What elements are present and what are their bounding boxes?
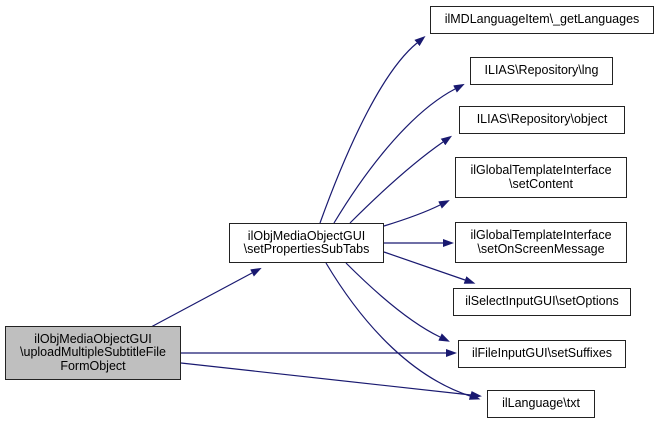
- node-label-line: ilObjMediaObjectGUI: [247, 228, 366, 243]
- edge-hub-to-setSuffixes: [345, 262, 450, 342]
- node-label-line: ilMDLanguageItem\_getLanguages: [444, 12, 640, 27]
- node-label-line: ilObjMediaObjectGUI: [34, 331, 152, 346]
- node-label-line: FormObject: [60, 358, 126, 373]
- node-setOptions[interactable]: ilSelectInputGUI\setOptions: [453, 288, 631, 316]
- node-lng[interactable]: ILIAS\Repository\lng: [470, 57, 613, 85]
- node-label-line: ILIAS\Repository\object: [476, 112, 608, 127]
- node-setOnScreenMessage[interactable]: ilGlobalTemplateInterface \setOnScreenMe…: [455, 222, 627, 263]
- node-label-line: \setPropertiesSubTabs: [243, 242, 370, 256]
- node-label-line: ilGlobalTemplateInterface: [470, 163, 612, 177]
- node-label-line: ILIAS\Repository\lng: [484, 63, 599, 78]
- edge-source-to-setPropertiesSubTabs: [150, 267, 262, 328]
- edge-source-to-txt: [180, 362, 482, 399]
- edge-hub-to-txt: [325, 262, 481, 400]
- node-label-line: \uploadMultipleSubtitleFile: [20, 345, 166, 360]
- node-setSuffixes[interactable]: ilFileInputGUI\setSuffixes: [458, 340, 626, 368]
- node-label-line: \setContent: [509, 176, 573, 191]
- node-uploadMultipleSubtitleFileFormObject: ilObjMediaObjectGUI \uploadMultipleSubti…: [5, 326, 181, 380]
- node-label-line: \setOnScreenMessage: [477, 241, 605, 256]
- edge-hub-to-getLanguages: [319, 36, 426, 224]
- node-setContent[interactable]: ilGlobalTemplateInterface \setContent: [455, 157, 627, 198]
- node-object[interactable]: ILIAS\Repository\object: [459, 106, 625, 134]
- node-txt[interactable]: ilLanguage\txt: [487, 390, 595, 418]
- edge-hub-to-setOptions: [383, 251, 476, 284]
- node-label-line: ilFileInputGUI\setSuffixes: [471, 346, 613, 361]
- node-label-line: ilLanguage\txt: [502, 396, 580, 411]
- edge-hub-to-lng: [333, 83, 465, 224]
- node-label-line: ilSelectInputGUI\setOptions: [465, 294, 619, 309]
- node-setPropertiesSubTabs[interactable]: ilObjMediaObjectGUI \setPropertiesSubTab…: [229, 223, 384, 263]
- edge-hub-to-object: [349, 135, 453, 224]
- edge-hub-to-setContent: [383, 200, 450, 227]
- node-label-line: ilGlobalTemplateInterface: [470, 228, 612, 242]
- node-getLanguages[interactable]: ilMDLanguageItem\_getLanguages: [430, 6, 654, 34]
